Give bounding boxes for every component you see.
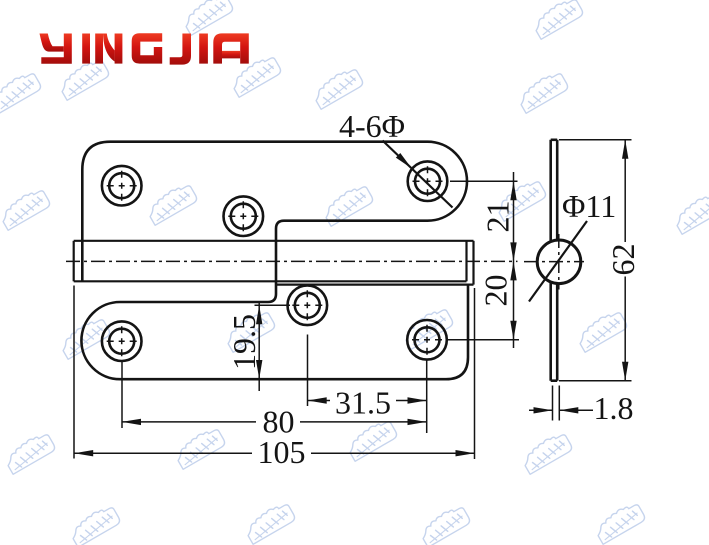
svg-text:1.8: 1.8 [594,390,634,426]
svg-text:4-6Φ: 4-6Φ [339,108,405,144]
svg-text:105: 105 [258,434,306,470]
svg-text:19.5: 19.5 [226,314,262,370]
svg-text:Φ11: Φ11 [562,188,616,224]
svg-text:20: 20 [478,275,514,307]
svg-text:21: 21 [480,201,516,233]
svg-text:62: 62 [605,244,641,276]
svg-text:31.5: 31.5 [335,384,391,420]
svg-text:80: 80 [263,404,295,440]
